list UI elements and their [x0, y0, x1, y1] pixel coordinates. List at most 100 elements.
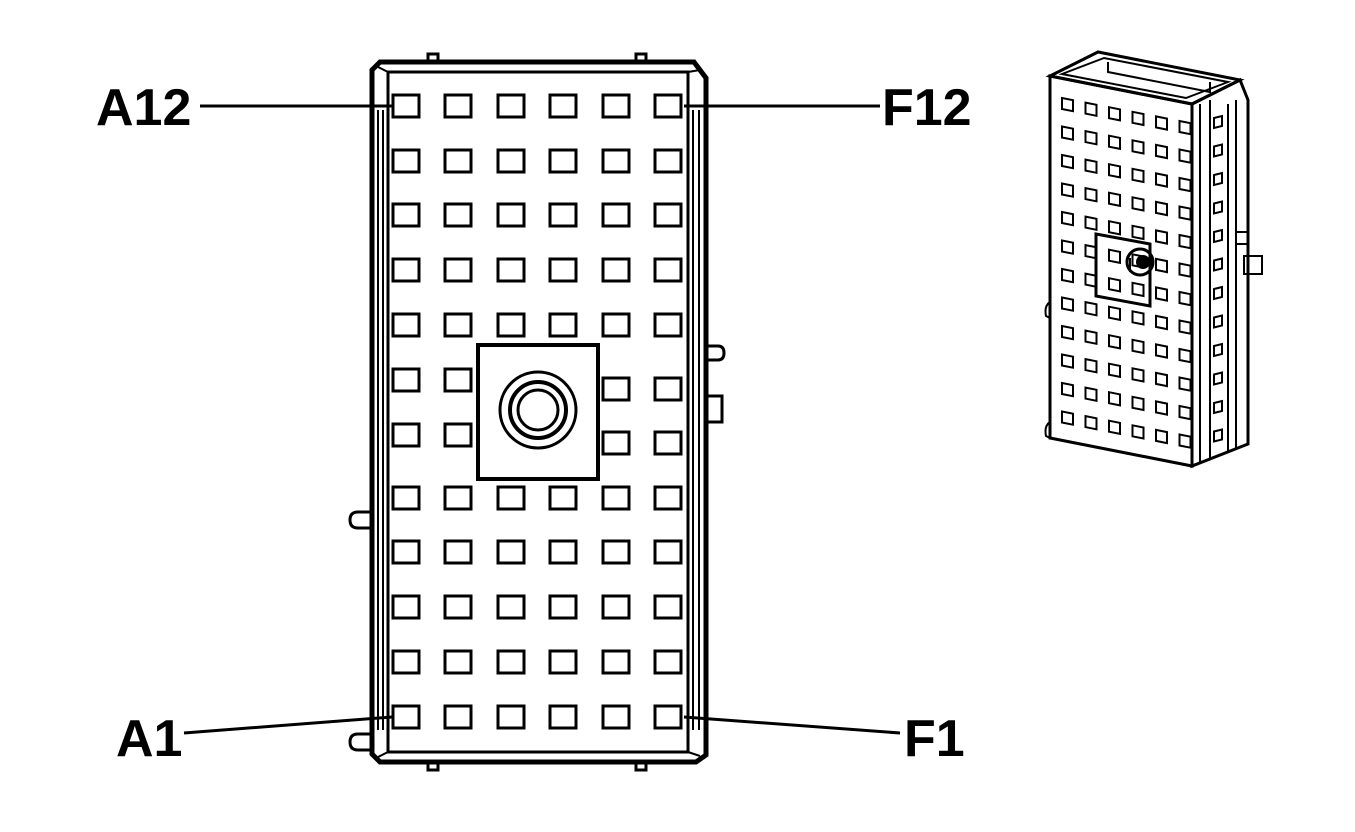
pin-cavity	[443, 594, 473, 620]
iso-pin-cavity	[1155, 115, 1168, 131]
pin-cavity	[548, 312, 578, 338]
iso-left-clip-lower	[1044, 421, 1051, 439]
iso-pin-cavity	[1108, 134, 1121, 151]
pin-cavity	[601, 312, 631, 338]
pin-cavity	[601, 376, 631, 402]
center-bolt-mid-ring	[508, 380, 568, 440]
iso-pin-cavity	[1155, 229, 1168, 245]
iso-pin-cavity	[1108, 248, 1121, 265]
iso-pin-cavity	[1061, 96, 1074, 113]
iso-pin-cavity	[1131, 110, 1145, 127]
iso-center-bolt-outer	[1125, 247, 1155, 277]
pin-cavity	[653, 594, 683, 620]
iso-side-notch	[1213, 314, 1223, 329]
iso-pin-cavity	[1061, 353, 1074, 369]
pin-cavity	[443, 257, 473, 283]
iso-pin-cavity	[1084, 129, 1098, 146]
iso-pin-cavity	[1061, 125, 1074, 141]
pin-cavity	[548, 485, 578, 511]
iso-pin-cavity	[1061, 324, 1074, 341]
iso-pin-cavity	[1131, 367, 1145, 383]
corner-chamfer-br	[687, 751, 701, 757]
right-clip-upper	[706, 344, 726, 362]
pin-cavity	[391, 422, 421, 448]
pin-cavity	[653, 257, 683, 283]
pin-cavity	[443, 312, 473, 338]
pin-cavity	[496, 594, 526, 620]
iso-pin-cavity	[1155, 400, 1168, 416]
corner-chamfer-bl	[375, 751, 389, 759]
iso-side-notch	[1213, 342, 1223, 358]
pin-cavity	[391, 148, 421, 174]
center-boss	[476, 343, 600, 481]
pin-cavity	[443, 539, 473, 565]
bottom-latch-right	[634, 762, 648, 772]
pin-cavity	[601, 202, 631, 228]
iso-side-latch	[1243, 255, 1263, 275]
pin-cavity	[601, 704, 631, 730]
iso-side-notch	[1213, 114, 1223, 130]
pin-cavity	[391, 649, 421, 675]
iso-pin-cavity	[1061, 410, 1074, 426]
pin-cavity	[653, 148, 683, 174]
pin-cavity	[548, 649, 578, 675]
connector-iso-view	[1044, 50, 1263, 469]
pin-cavity	[601, 430, 631, 456]
iso-pin-cavity	[1155, 343, 1168, 359]
iso-pin-cavity	[1061, 210, 1074, 227]
pin-cavity	[443, 422, 473, 448]
center-bolt-outer-ring	[498, 370, 578, 450]
pin-cavity	[443, 148, 473, 174]
pin-cavity	[496, 312, 526, 338]
bottom-latch-left	[426, 762, 440, 772]
pin-cavity	[391, 93, 421, 119]
iso-pin-cavity	[1061, 239, 1074, 255]
pin-cavity	[391, 202, 421, 228]
top-latch-left	[426, 52, 440, 62]
pin-cavity	[653, 485, 683, 511]
pin-cavity	[496, 704, 526, 730]
pin-cavity	[601, 649, 631, 675]
iso-pin-cavity	[1108, 390, 1121, 407]
iso-pin-cavity	[1131, 139, 1145, 155]
iso-pin-cavity	[1061, 153, 1074, 170]
iso-side-latch-upper	[1236, 231, 1249, 245]
iso-side-notch	[1213, 257, 1223, 272]
iso-pin-cavity	[1084, 300, 1098, 317]
label-f12: F12	[882, 79, 972, 137]
iso-pin-cavity	[1084, 186, 1098, 203]
label-a1: A1	[116, 710, 182, 768]
iso-left-clip-upper	[1044, 301, 1051, 319]
iso-pin-cavity	[1178, 119, 1192, 136]
connector-front-view: A12 F12 A1 F1	[96, 52, 972, 772]
iso-pin-cavity	[1178, 347, 1192, 364]
leader-line-a1	[183, 715, 393, 735]
pin-cavity	[601, 539, 631, 565]
iso-pin-cavity	[1061, 267, 1074, 284]
center-bolt-hole	[516, 388, 560, 432]
pin-cavity	[653, 312, 683, 338]
iso-pin-cavity	[1178, 262, 1192, 278]
iso-pin-cavity	[1131, 224, 1145, 241]
iso-pin-cavity	[1178, 290, 1192, 307]
iso-pin-cavity	[1084, 158, 1098, 175]
top-latch-right	[634, 52, 648, 62]
pin-cavity	[391, 257, 421, 283]
pin-cavity	[391, 312, 421, 338]
iso-pin-grid	[1061, 96, 1223, 449]
pin-cavity	[548, 594, 578, 620]
corner-chamfer-tl	[375, 65, 389, 73]
iso-pin-cavity	[1061, 381, 1074, 398]
iso-pin-cavity	[1155, 200, 1168, 217]
pin-cavity	[443, 485, 473, 511]
iso-side-notch	[1213, 171, 1223, 187]
iso-pin-cavity	[1108, 276, 1121, 293]
pin-cavity	[443, 704, 473, 730]
pin-cavity	[653, 704, 683, 730]
pin-cavity	[496, 148, 526, 174]
iso-pin-cavity	[1131, 196, 1145, 212]
iso-pin-cavity	[1131, 424, 1145, 440]
leader-line-f1	[683, 715, 901, 735]
iso-pin-cavity	[1155, 371, 1168, 388]
